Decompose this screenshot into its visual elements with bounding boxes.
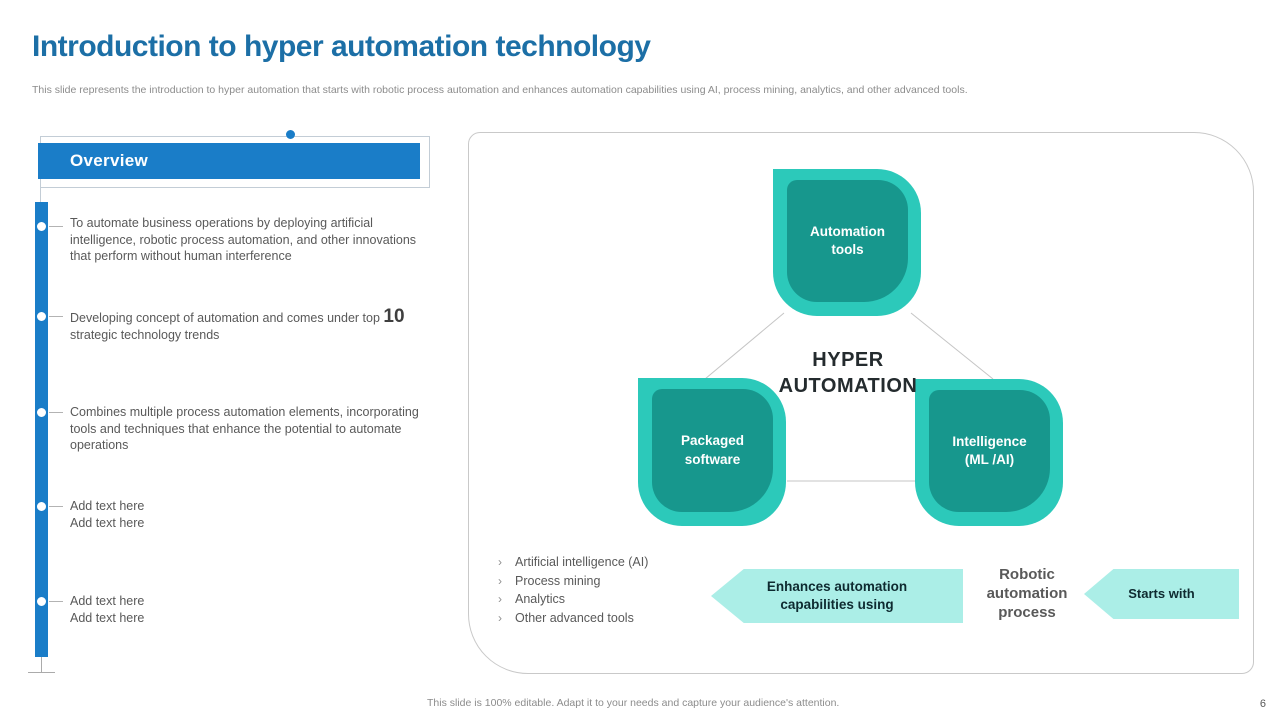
chevron-icon: › — [498, 592, 502, 606]
starts-with-arrow: Starts with — [1084, 569, 1239, 619]
node-automation-tools: Automation tools — [773, 169, 921, 316]
robotic-automation-label: Robotic automation process — [986, 566, 1068, 622]
node-packaged-software-label: Packaged software — [652, 389, 773, 512]
hyper-automation-label: HYPER AUTOMATION — [778, 349, 918, 397]
capability-item-label: Other advanced tools — [515, 610, 634, 625]
chevron-icon: › — [498, 555, 502, 569]
bullet-2-pre: Developing concept of automation and com… — [70, 311, 384, 325]
slide-subtitle: This slide represents the introduction t… — [32, 84, 968, 96]
node-intelligence: Intelligence (ML /AI) — [915, 379, 1063, 526]
enhances-arrow: Enhances automation capabilities using — [711, 569, 963, 623]
capability-item: › Other advanced tools — [498, 609, 648, 628]
overview-bullet-3: Combines multiple process automation ele… — [70, 405, 419, 453]
bullet-connector — [49, 226, 63, 227]
overview-connector-line — [40, 187, 41, 202]
bullet-2-post: strategic technology trends — [70, 327, 220, 342]
footer-note: This slide is 100% editable. Adapt it to… — [427, 697, 840, 709]
bullet-connector — [49, 412, 63, 413]
node-intelligence-label: Intelligence (ML /AI) — [929, 390, 1050, 512]
bullet-marker-icon — [35, 406, 48, 419]
node-packaged-software: Packaged software — [638, 378, 786, 526]
bullet-connector — [49, 601, 63, 602]
capability-item-label: Analytics — [515, 592, 566, 606]
capability-item: › Process mining — [498, 572, 648, 591]
bullet-connector — [49, 506, 63, 507]
overview-bullet-4: Add text here Add text here — [70, 499, 145, 530]
capability-item: › Analytics — [498, 590, 648, 609]
dot-icon — [286, 130, 295, 139]
chevron-icon: › — [498, 573, 502, 588]
triangle-connector-lines — [704, 312, 994, 482]
bullet-marker-icon — [35, 220, 48, 233]
bullet-connector — [49, 316, 63, 317]
chevron-icon: › — [498, 610, 502, 625]
overview-bullet-1: To automate business operations by deplo… — [70, 216, 417, 264]
bullet-marker-icon — [35, 310, 48, 323]
node-automation-tools-label: Automation tools — [787, 180, 908, 302]
diagram-panel: Automation tools Packaged software Intel… — [468, 132, 1254, 674]
overview-bullet-5: Add text here Add text here — [70, 594, 145, 625]
timeline-end-cap — [28, 672, 55, 673]
bullet-marker-icon — [35, 595, 48, 608]
timeline-bar — [35, 202, 48, 657]
capability-item-label: Artificial intelligence (AI) — [515, 555, 649, 569]
capability-item-label: Process mining — [515, 573, 601, 588]
bullet-2-number: 10 — [383, 306, 405, 327]
overview-heading: Overview — [38, 143, 420, 179]
overview-bullet-2: Developing concept of automation and com… — [70, 307, 438, 343]
capability-item: › Artificial intelligence (AI) — [498, 553, 648, 572]
bullet-marker-icon — [35, 500, 48, 513]
timeline-end-line — [41, 657, 42, 672]
page-title: Introduction to hyper automation technol… — [32, 30, 651, 63]
capability-list: › Artificial intelligence (AI) › Process mi… — [498, 553, 648, 627]
page-number: 6 — [1259, 698, 1266, 710]
